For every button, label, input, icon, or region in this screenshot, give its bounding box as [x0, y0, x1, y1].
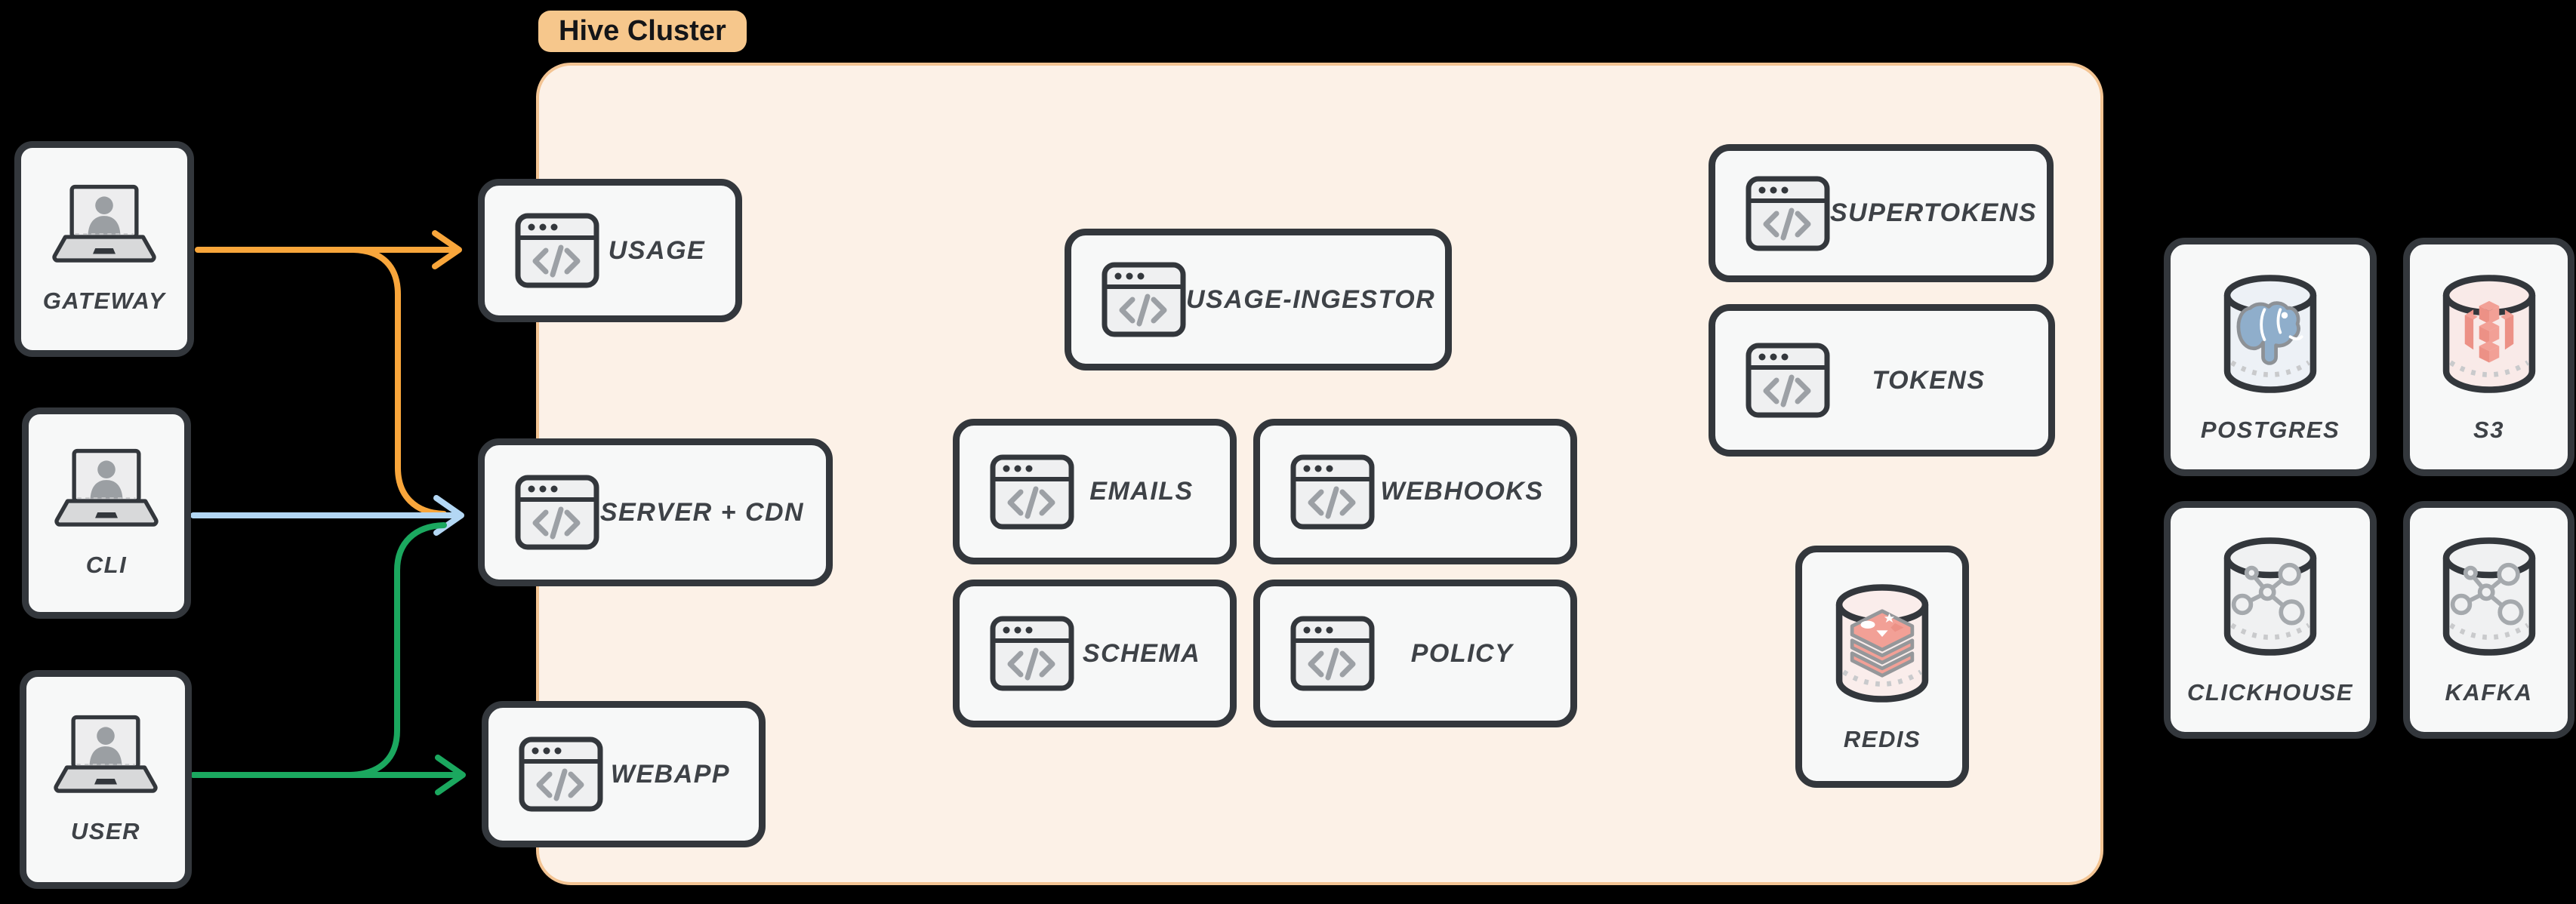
- node-label: CLICKHOUSE: [2187, 679, 2353, 706]
- hive-cluster-label: Hive Cluster: [538, 11, 747, 52]
- node-webapp: WEBAPP: [482, 701, 766, 847]
- browser-code-icon: [1746, 176, 1830, 251]
- node-emails: EMAILS: [953, 419, 1237, 564]
- node-clickhouse: CLICKHOUSE: [2164, 501, 2377, 739]
- node-kafka: KAFKA: [2403, 501, 2574, 739]
- node-label: SERVER + CDN: [599, 497, 805, 527]
- node-label: USAGE: [608, 235, 706, 265]
- database-nodes-icon: [2213, 533, 2328, 660]
- node-label: POLICY: [1410, 638, 1514, 668]
- node-policy: POLICY: [1253, 580, 1577, 727]
- node-label: USAGE-INGESTOR: [1186, 284, 1436, 314]
- node-supertokens: SUPERTOKENS: [1709, 144, 2054, 282]
- node-usage: USAGE: [478, 179, 742, 322]
- node-webhooks: WEBHOOKS: [1253, 419, 1577, 564]
- database-s3-icon: [2432, 271, 2547, 397]
- node-user: USER: [20, 670, 192, 889]
- browser-code-icon: [1102, 262, 1186, 337]
- node-s3: S3: [2403, 238, 2574, 476]
- browser-code-icon: [990, 454, 1074, 530]
- browser-code-icon: [515, 213, 599, 288]
- node-label: REDIS: [1843, 726, 1921, 752]
- node-postgres: POSTGRES: [2164, 238, 2377, 476]
- node-label: TOKENS: [1872, 365, 1986, 395]
- browser-code-icon: [519, 736, 603, 812]
- node-label: SCHEMA: [1082, 638, 1201, 668]
- browser-code-icon: [990, 616, 1074, 691]
- node-label: WEBAPP: [610, 759, 731, 789]
- arrowhead-gateway-usage: [432, 230, 462, 269]
- node-label: CLI: [85, 552, 128, 578]
- arrowhead-cli-server-cdn: [433, 495, 464, 536]
- node-label: EMAILS: [1089, 477, 1194, 506]
- node-label: USER: [70, 818, 141, 844]
- laptop-user-icon: [50, 447, 163, 532]
- database-redis-icon: [1825, 580, 1940, 706]
- node-label: S3: [2473, 416, 2504, 443]
- node-usage-ingestor: USAGE-INGESTOR: [1065, 229, 1452, 371]
- node-server-cdn: SERVER + CDN: [478, 438, 833, 586]
- arrowhead-user-webapp: [435, 755, 466, 795]
- node-gateway: GATEWAY: [14, 141, 194, 357]
- laptop-user-icon: [49, 714, 162, 798]
- node-cli: CLI: [22, 407, 191, 619]
- database-postgres-icon: [2213, 271, 2328, 397]
- node-label: SUPERTOKENS: [1830, 198, 2038, 227]
- arrow-user-server-cdn: [347, 522, 447, 778]
- arrow-gateway-server-cdn: [350, 247, 447, 517]
- browser-code-icon: [1746, 343, 1830, 418]
- node-schema: SCHEMA: [953, 580, 1237, 727]
- node-label: WEBHOOKS: [1380, 477, 1544, 506]
- laptop-user-icon: [48, 183, 161, 268]
- node-label: GATEWAY: [42, 287, 166, 314]
- browser-code-icon: [515, 475, 599, 550]
- database-nodes-icon: [2432, 533, 2547, 660]
- browser-code-icon: [1290, 616, 1375, 691]
- node-label: KAFKA: [2445, 679, 2533, 706]
- browser-code-icon: [1290, 454, 1375, 530]
- node-tokens: TOKENS: [1709, 304, 2055, 457]
- node-redis: REDIS: [1795, 546, 1969, 788]
- node-label: POSTGRES: [2200, 416, 2340, 443]
